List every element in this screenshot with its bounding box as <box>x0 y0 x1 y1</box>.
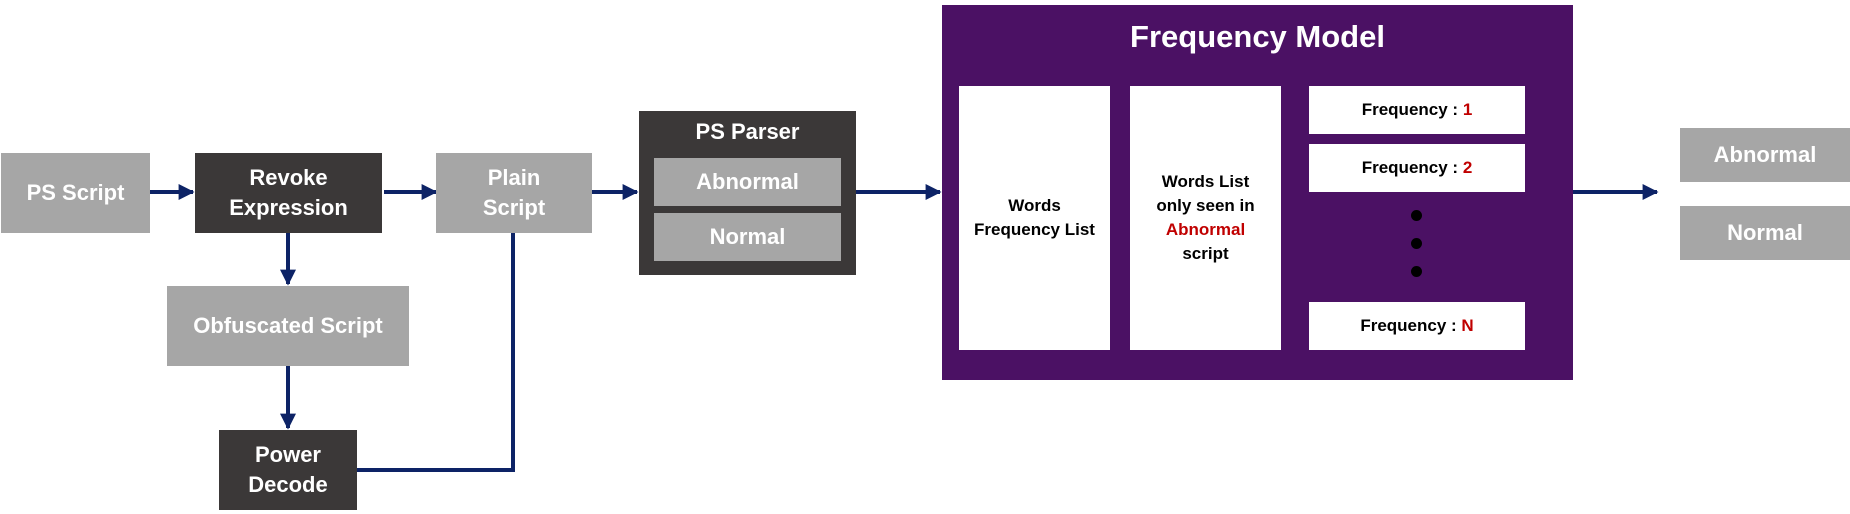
abnormal-words-list-line1: Words List only seen in <box>1156 172 1255 215</box>
output-abnormal-box: Abnormal <box>1680 128 1850 182</box>
ps-parser-abnormal: Abnormal <box>654 158 841 206</box>
frequency-n-label: Frequency : <box>1360 316 1462 335</box>
abnormal-words-list-line2: script <box>1182 244 1229 263</box>
frequency-1-value: 1 <box>1462 100 1473 119</box>
output-normal-box: Normal <box>1680 206 1850 260</box>
abnormal-words-list-highlight: Abnormal <box>1165 220 1246 239</box>
frequency-2-label: Frequency : <box>1361 158 1463 177</box>
ps-parser-normal-label: Normal <box>709 224 786 249</box>
ps-parser-box: PS Parser Abnormal Normal <box>639 111 856 275</box>
frequency-model-panel: Frequency Model Words Frequency List Wor… <box>942 5 1573 380</box>
ellipsis-dot-2 <box>1411 238 1422 249</box>
ps-script-label: PS Script <box>26 180 125 205</box>
frequency-2-box: Frequency : 2 <box>1309 144 1525 192</box>
ps-parser-normal: Normal <box>654 213 841 261</box>
revoke-expression-label: Revoke Expression <box>229 165 348 220</box>
frequency-model-title: Frequency Model <box>1130 19 1385 54</box>
frequency-2-value: 2 <box>1462 158 1473 177</box>
words-frequency-list-label: Words Frequency List <box>974 196 1095 239</box>
obfuscated-script-label: Obfuscated Script <box>193 313 383 338</box>
abnormal-words-list-box: Words List only seen in Abnormal script <box>1130 86 1281 350</box>
output-abnormal-label: Abnormal <box>1713 142 1817 167</box>
words-frequency-list-box: Words Frequency List <box>959 86 1110 350</box>
power-decode-box: Power Decode <box>219 430 357 510</box>
plain-script-box: Plain Script <box>436 153 592 233</box>
output-normal-label: Normal <box>1727 220 1803 245</box>
revoke-expression-box: Revoke Expression <box>195 153 382 233</box>
obfuscated-script-box: Obfuscated Script <box>167 286 409 366</box>
plain-script-label: Plain Script <box>482 165 546 220</box>
ellipsis-dot-3 <box>1411 266 1422 277</box>
frequency-1-label: Frequency : <box>1361 100 1463 119</box>
frequency-n-box: Frequency : N <box>1309 302 1525 350</box>
ps-script-box: PS Script <box>1 153 150 233</box>
power-decode-label: Power Decode <box>248 442 328 497</box>
frequency-n-value: N <box>1461 316 1474 335</box>
arrow-decode-to-plain <box>357 201 521 472</box>
ellipsis-dot-1 <box>1411 210 1422 221</box>
frequency-1-box: Frequency : 1 <box>1309 86 1525 134</box>
ps-parser-title: PS Parser <box>695 119 800 144</box>
ps-parser-abnormal-label: Abnormal <box>696 169 799 194</box>
